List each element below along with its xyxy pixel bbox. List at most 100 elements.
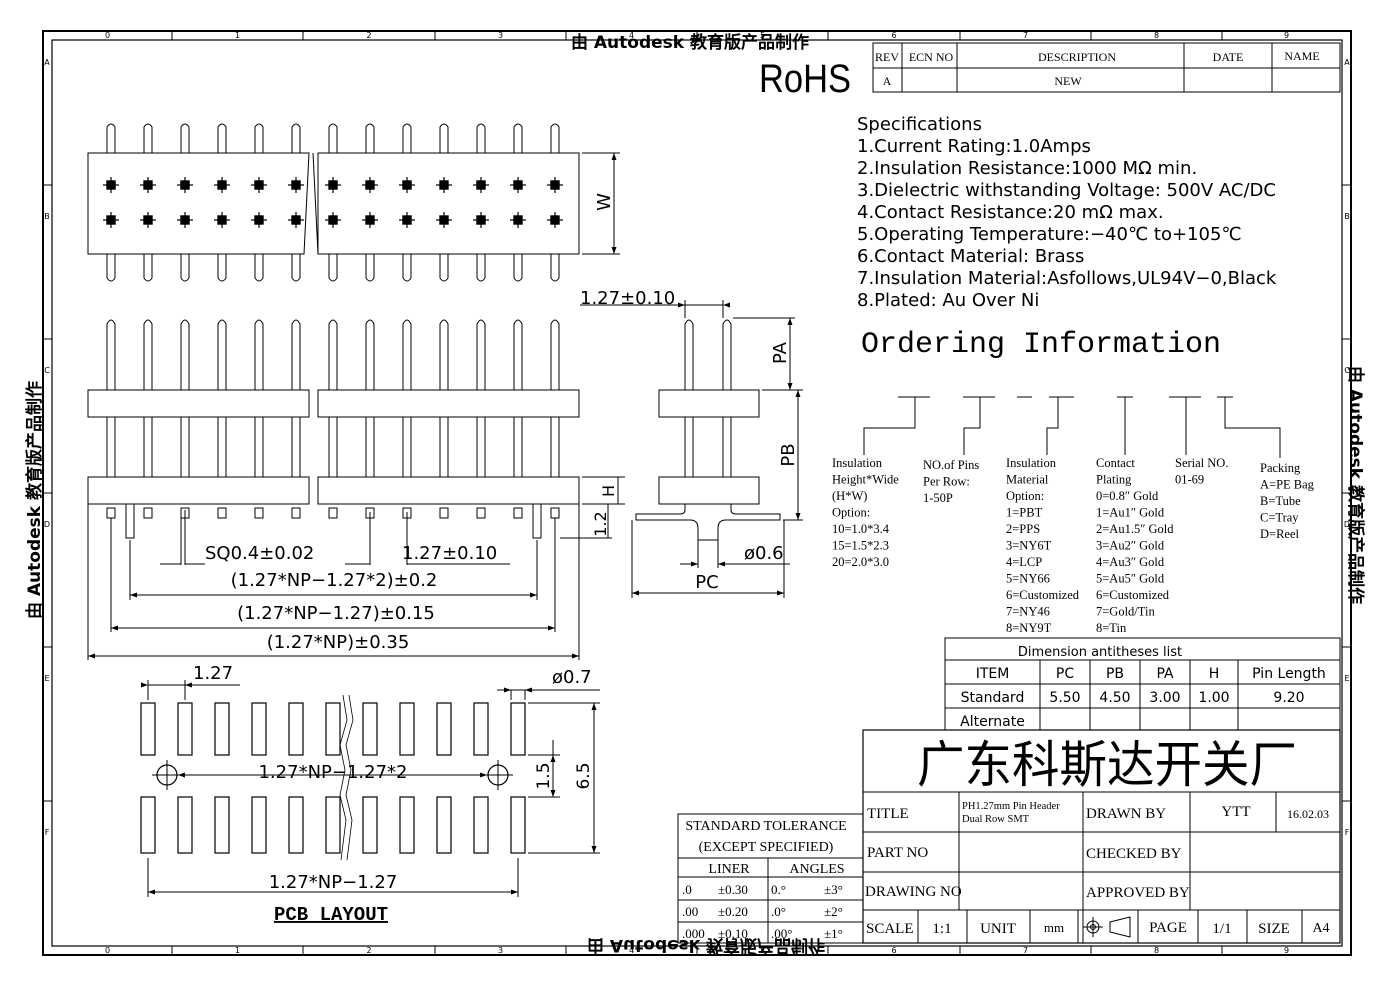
ordering-code-leaders: [863, 396, 1281, 458]
pcb-pad-bottom: [288, 796, 304, 854]
front-pin-top: [143, 319, 153, 390]
tb-drawn-label: DRAWN BY: [1086, 806, 1166, 822]
spec-item: 6.Contact Material: Brass: [857, 246, 1084, 267]
tb-checked-label: CHECKED BY: [1086, 846, 1182, 862]
smt-foot-right: [717, 504, 781, 540]
side-pin-top: [722, 319, 732, 390]
spec-item: 2.Insulation Resistance:1000 MΩ min.: [857, 158, 1197, 179]
dim-sq: SQ0.4±0.02: [205, 543, 314, 564]
dimlist-header: H: [1209, 666, 1220, 682]
tb-page: 1/1: [1212, 921, 1231, 937]
tb-drawing-label: DRAWING NO: [865, 884, 962, 900]
front-pin-top: [365, 319, 375, 390]
front-pin-top: [550, 319, 560, 390]
dim-w: W: [594, 193, 615, 211]
dim-pitch-front: 1.27±0.10: [402, 543, 497, 564]
ordering-option-line: Contact: [1096, 456, 1135, 470]
row-label: C: [1344, 366, 1350, 375]
ordering-option-line: C=Tray: [1260, 511, 1299, 525]
rev-desc-new: NEW: [1054, 74, 1082, 88]
front-long-pin: [125, 503, 135, 539]
ordering-option-line: 7=Gold/Tin: [1096, 605, 1155, 619]
col-label: 4: [629, 31, 634, 40]
col-label: 3: [498, 946, 503, 955]
pcb-phi-0-7: ø0.7: [552, 667, 592, 688]
pin-tail-top: [291, 123, 301, 153]
dimlist-cell: 9.20: [1273, 690, 1304, 706]
tb-approved-label: APPROVED BY: [1086, 885, 1190, 901]
rev-h-name: NAME: [1284, 49, 1319, 63]
pin-tail-top: [254, 123, 264, 153]
col-label: 9: [1284, 31, 1289, 40]
spec-item: 1.Current Rating:1.0Amps: [857, 136, 1091, 157]
ordering-option-line: Plating: [1096, 473, 1132, 487]
arrowhead: [480, 772, 487, 778]
arrowhead: [787, 383, 793, 390]
tol-cell: ±1°: [824, 926, 843, 941]
dim-h: H: [599, 485, 618, 497]
pcb-pad-top: [214, 702, 230, 756]
front-housing-right-bottom: [317, 476, 580, 505]
pin-tail-top: [513, 123, 523, 153]
ordering-option-line: 01-69: [1175, 473, 1204, 487]
ordering-option-line: 2=PPS: [1006, 522, 1040, 536]
col-label: 7: [1023, 31, 1028, 40]
ordering-option-line: 15=1.5*2.3: [832, 539, 889, 553]
front-view: [87, 319, 625, 660]
pin-tail-top: [328, 123, 338, 153]
tb-title-label: TITLE: [867, 806, 909, 822]
pcb-pad-bottom: [251, 796, 267, 854]
tol-cell: .00°: [771, 926, 792, 941]
spec-item: 8.Plated: Au Over Ni: [857, 290, 1039, 311]
pcb-mid-dim: 1.27*NP−1.27*2: [258, 762, 407, 783]
dim-phi-0-6: ø0.6: [744, 543, 784, 564]
ordering-option-line: 7=NY46: [1006, 605, 1050, 619]
dimlist-cell: 3.00: [1149, 690, 1180, 706]
leader-height: [863, 396, 930, 455]
rohs-mark: RoHS: [759, 57, 851, 101]
company-name: 广东科斯达开关厂: [917, 736, 1297, 794]
spec-item: 4.Contact Resistance:20 mΩ max.: [857, 202, 1164, 223]
dimlist-header: Pin Length: [1252, 666, 1326, 682]
dimlist-header: PC: [1056, 666, 1074, 682]
ordering-option-line: A=PE Bag: [1260, 478, 1315, 492]
split-line: [312, 152, 319, 255]
pin-tail-top: [402, 123, 412, 153]
dimlist-cell: 4.50: [1099, 690, 1130, 706]
arrowhead: [511, 889, 518, 895]
tolerance-table: [677, 813, 864, 944]
tol-title: (EXCEPT SPECIFIED): [699, 840, 834, 855]
housing-left: [87, 152, 310, 255]
ordering-option-line: Insulation: [832, 456, 883, 470]
col-label: 5: [760, 946, 765, 955]
pcb-layout: [140, 680, 600, 897]
spec-item: 7.Insulation Material:Asfollows,UL94V−0,…: [857, 268, 1277, 289]
pcb-6-5: 6.5: [574, 762, 594, 789]
tb-unit-label: UNIT: [980, 921, 1016, 937]
dim-pitch-top: 1.27±0.10: [580, 288, 675, 309]
tb-size: A4: [1312, 921, 1329, 936]
arrowhead: [525, 687, 532, 693]
ordering-option-line: Serial NO.: [1175, 456, 1228, 470]
tol-cell: .000: [682, 926, 705, 941]
arrowhead: [141, 682, 148, 688]
dim-np-minus-1: (1.27*NP−1.27)±0.15: [237, 603, 435, 624]
arrowhead: [611, 247, 617, 254]
revision-table: [872, 42, 1341, 93]
ordering-option-line: 10=1.0*3.4: [832, 522, 890, 536]
pcb-pad-top: [140, 702, 156, 756]
col-label: 1: [235, 31, 240, 40]
watermark-bottom: 由 Autodesk 教育版产品制作: [587, 935, 825, 956]
ordering-option-line: Material: [1006, 473, 1049, 487]
pin-tail-bottom: [476, 254, 486, 282]
arrowhead: [530, 592, 537, 598]
rev-h-desc: DESCRIPTION: [1038, 50, 1116, 64]
front-pin-top: [180, 319, 190, 390]
arrowhead: [572, 653, 579, 659]
pcb-pad-top: [436, 702, 452, 756]
pcb-pitch: 1.27: [193, 663, 233, 684]
dim-pc: PC: [695, 572, 718, 593]
spec-item: 5.Operating Temperature:−40℃ to+105℃: [857, 224, 1242, 245]
